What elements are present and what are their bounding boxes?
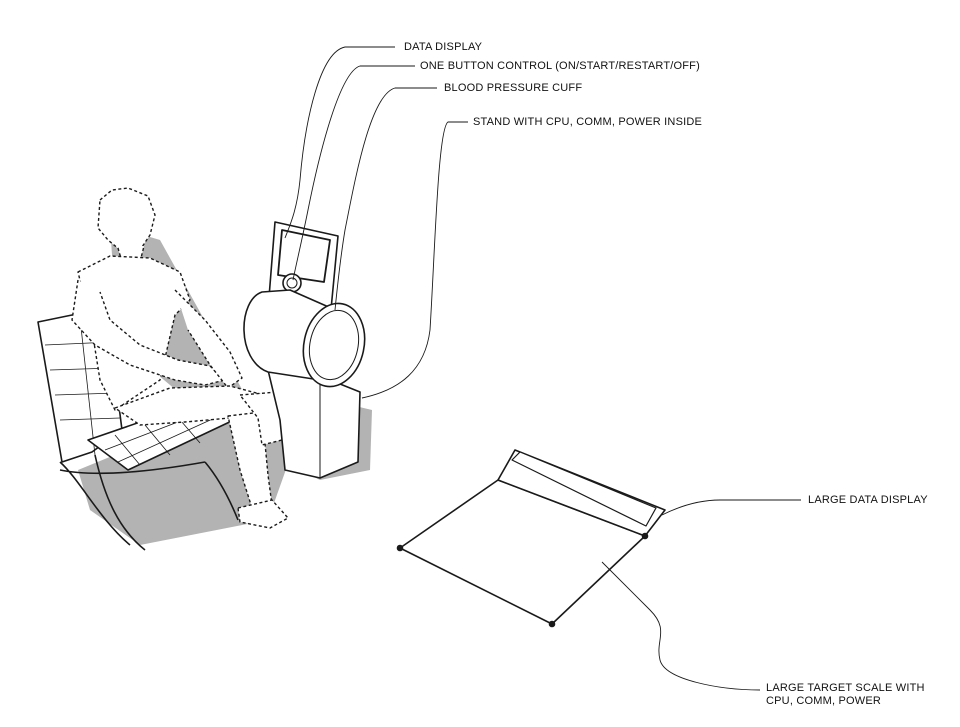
- leader-one-button: [292, 65, 415, 281]
- leader-bp-cuff: [334, 87, 437, 311]
- label-large-target-scale-line1: LARGE TARGET SCALE WITH: [766, 682, 925, 694]
- label-blood-pressure-cuff: BLOOD PRESSURE CUFF: [444, 82, 583, 94]
- person-raised-leg: [239, 391, 287, 446]
- kiosk-data-display: [277, 229, 331, 283]
- chair-frame: [59, 454, 239, 551]
- bp-kiosk: [243, 221, 366, 479]
- scale-corner-3: [641, 532, 649, 540]
- scale-corner-1: [396, 544, 404, 552]
- leader-stand: [361, 121, 468, 399]
- person-arm: [71, 279, 226, 386]
- leader-scale: [601, 561, 761, 691]
- leader-data-display: [284, 46, 395, 239]
- chair-backrest-seams: [44, 317, 121, 456]
- person-head: [97, 187, 156, 251]
- person-torso: [77, 255, 191, 411]
- label-large-target-scale-line2: CPU, COMM, POWER: [766, 695, 882, 707]
- label-large-data-display: LARGE DATA DISPLAY: [808, 494, 928, 506]
- leader-large-display: [661, 499, 801, 516]
- seated-person: [71, 187, 289, 529]
- target-scale: [396, 449, 666, 628]
- person-foot: [237, 499, 289, 529]
- person-arm-right: [174, 289, 243, 389]
- label-data-display: DATA DISPLAY: [404, 41, 483, 53]
- chair-seat-seams: [104, 404, 231, 466]
- leader-lines: [284, 46, 801, 691]
- scale-large-data-display: [511, 451, 657, 527]
- kiosk-one-button-inner: [286, 277, 298, 289]
- label-stand: STAND WITH CPU, COMM, POWER INSIDE: [473, 116, 703, 128]
- scale-corner-2: [548, 620, 556, 628]
- kiosk-cuff-opening-inner: [308, 309, 360, 381]
- label-one-button-control: ONE BUTTON CONTROL (ON/START/RESTART/OFF…: [420, 60, 700, 72]
